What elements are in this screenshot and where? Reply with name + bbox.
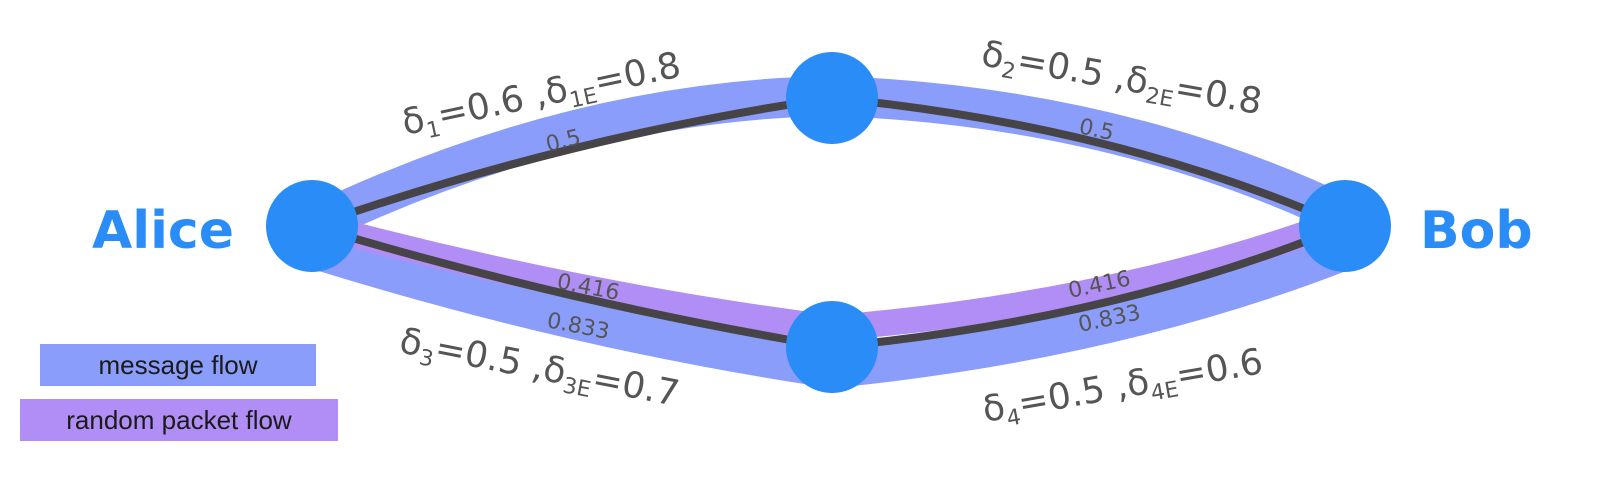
random-flow-band-alice-bottom	[299, 211, 845, 341]
node-bottom	[786, 301, 878, 393]
link-alice-top	[308, 94, 836, 230]
node-bob	[1299, 180, 1391, 272]
legend-label-random-packet-flow: random packet flow	[66, 405, 292, 435]
node-alice	[266, 180, 358, 272]
link-bottom-bob	[828, 222, 1349, 351]
random-flow-band-bottom-bob	[819, 207, 1358, 341]
node-top	[786, 52, 878, 144]
bob-label: Bob	[1420, 201, 1533, 261]
link-alice-bottom	[308, 222, 836, 351]
alice-label: Alice	[92, 201, 234, 261]
message-flow-band-bottom-bob	[812, 230, 1365, 388]
link-top-bob	[828, 94, 1349, 230]
legend-swatch-message-flow	[40, 344, 316, 386]
message-flow-band-alice-top	[292, 76, 852, 246]
message-flow-band-top-bob	[812, 76, 1365, 236]
message-flow-band-alice-bottom	[292, 228, 852, 388]
legend-swatch-random-packet-flow	[20, 399, 338, 441]
legend-label-message-flow: message flow	[99, 350, 258, 380]
